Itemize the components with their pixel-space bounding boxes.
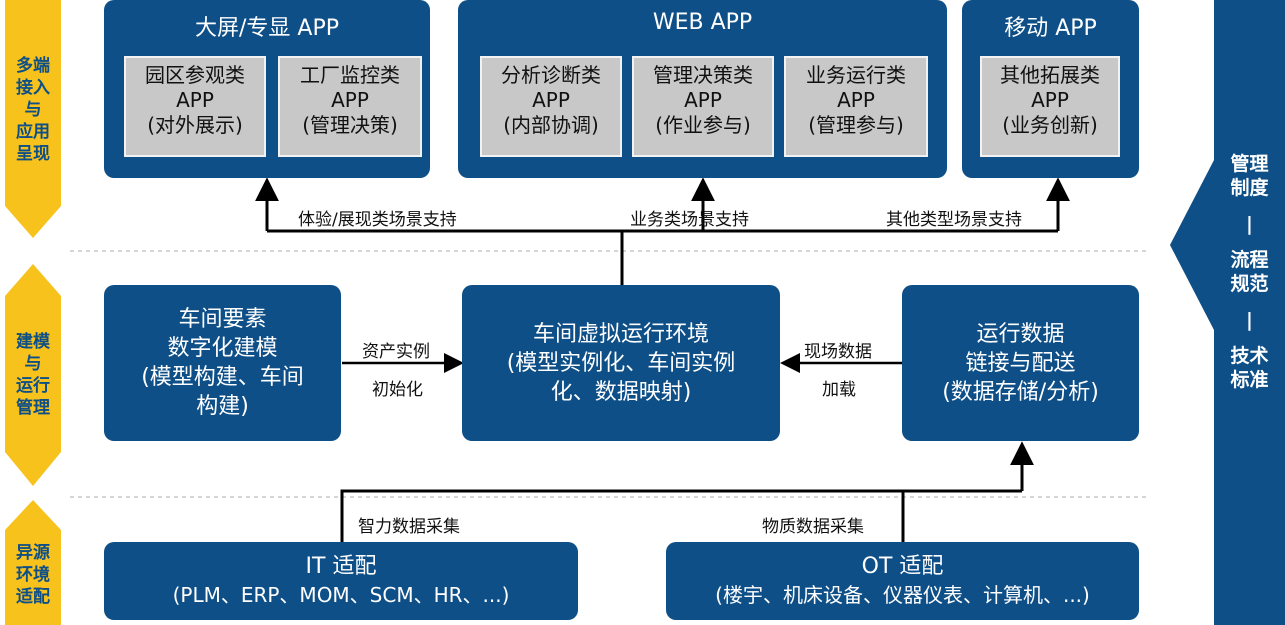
it-collection-label: 智力数据采集	[358, 517, 460, 537]
chevron-modeling-layer	[5, 264, 61, 486]
it-adapter-sub: (PLM、ERP、MOM、SCM、HR、...)	[172, 583, 510, 607]
right-panel-shape	[1170, 0, 1285, 625]
ot-adapter-box: OT 适配 (楼宇、机床设备、仪器仪表、计算机、...)	[666, 542, 1139, 620]
it-adapter-title: IT 适配	[305, 554, 377, 579]
ot-adapter-sub: (楼宇、机床设备、仪器仪表、计算机、...)	[715, 583, 1090, 607]
sidebar-label-app-layer: 多端接入与应用呈现	[16, 56, 50, 164]
virtual-runtime-box: 车间虚拟运行环境(模型实例化、车间实例化、数据映射)	[462, 285, 780, 441]
group-title: 移动 APP	[1004, 16, 1097, 41]
sidebar-label-modeling-layer: 建模与运行管理	[16, 332, 50, 418]
sidebar-label-adapter-layer: 异源环境适配	[16, 543, 50, 607]
modeling-box: 车间要素数字化建模(模型构建、车间构建)	[104, 285, 341, 441]
collection-bus-line	[340, 489, 1022, 542]
runtime-data-box: 运行数据链接与配送(数据存储/分析)	[902, 285, 1139, 441]
it-adapter-box: IT 适配 (PLM、ERP、MOM、SCM、HR、...)	[104, 542, 578, 620]
right-panel-text: 管理 制度 | 流程 规范 | 技术 标准	[1230, 153, 1269, 391]
support-label-business: 业务类场景支持	[630, 210, 749, 230]
chevron-app-layer	[5, 0, 61, 238]
arrow-label-asset-instance: 资产实例	[362, 342, 430, 362]
chevron-adapter-layer	[5, 500, 61, 625]
group-title: 大屏/专显 APP	[195, 16, 339, 41]
sidebar-chevrons	[5, 0, 61, 625]
ot-collection-label: 物质数据采集	[762, 517, 864, 537]
ot-adapter-title: OT 适配	[861, 554, 944, 579]
group-title: WEB APP	[652, 10, 753, 35]
support-label-experience: 体验/展现类场景支持	[298, 210, 457, 230]
arrow-label-field-data: 现场数据	[804, 342, 872, 362]
support-label-other: 其他类型场景支持	[886, 210, 1022, 230]
arrow-label-initialize: 初始化	[372, 380, 423, 400]
arrow-label-load: 加载	[822, 380, 856, 400]
